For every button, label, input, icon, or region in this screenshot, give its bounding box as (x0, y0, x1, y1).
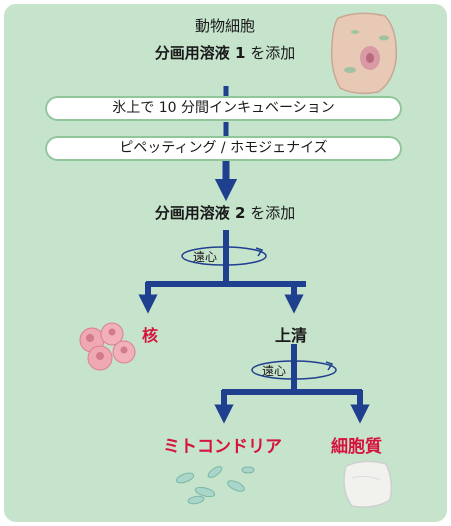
nucleus-image (79, 322, 136, 371)
homogenize-step: ピペッティング / ホモジェナイズ (45, 136, 402, 161)
centrifuge-2-ellipse (251, 360, 337, 380)
centrifuge-1-ellipse (181, 246, 267, 266)
solution-1-suffix: を添加 (245, 44, 296, 62)
incubation-step: 氷上で 10 分間インキュベーション (45, 96, 402, 121)
cytoplasm-label: 細胞質 (331, 437, 382, 457)
solution-2-name: 分画用溶液 2 (154, 204, 246, 222)
cytoplasm-image (343, 460, 393, 508)
source-label: 動物細胞 (194, 17, 256, 35)
animal-cell-image (330, 12, 398, 95)
nucleus-label: 核 (142, 326, 159, 345)
add-solution-2: 分画用溶液 2 を添加 (155, 202, 295, 223)
mitochondria-image (175, 466, 255, 505)
solution-1-name: 分画用溶液 1 (154, 44, 246, 62)
centrifuge-1-label: 遠心 (193, 250, 218, 264)
supernatant-label: 上清 (275, 326, 308, 345)
centrifuge-2-label: 遠心 (262, 364, 287, 378)
add-solution-1: 分画用溶液 1 を添加 (155, 42, 295, 63)
solution-2-suffix: を添加 (245, 204, 296, 222)
mitochondria-label: ミトコンドリア (163, 437, 282, 457)
